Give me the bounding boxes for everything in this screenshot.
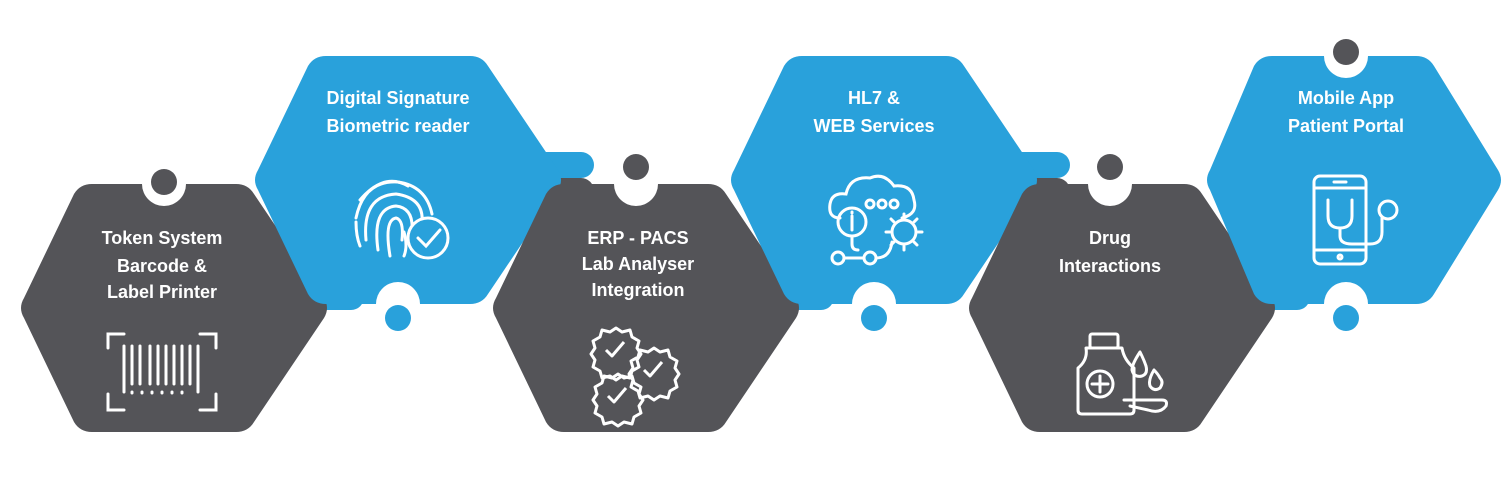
notch-dot	[614, 154, 658, 206]
notch-dot	[1324, 34, 1368, 78]
node-label-mobile-1: Mobile App	[1298, 88, 1394, 108]
notch-dot	[1324, 282, 1368, 331]
notch-dot	[376, 282, 420, 331]
node-label-erp-2: Lab Analyser	[582, 254, 694, 274]
notch-dot	[1088, 154, 1132, 206]
hexagon-mobile	[1207, 56, 1501, 304]
notch-dot	[142, 162, 186, 206]
hexagon-signature	[255, 56, 561, 304]
node-label-hl7-2: WEB Services	[813, 116, 934, 136]
node-label-token-1: Token System	[102, 228, 223, 248]
hexagon-hl7	[731, 56, 1037, 304]
cloud-network-icon	[828, 174, 924, 266]
node-label-hl7-1: HL7 &	[848, 88, 900, 108]
fingerprint-icon	[354, 179, 450, 260]
gears-icon	[589, 326, 681, 428]
node-label-drug-2: Interactions	[1059, 256, 1161, 276]
hexagon-token	[21, 184, 327, 432]
node-label-mobile-2: Patient Portal	[1288, 116, 1404, 136]
barcode-icon	[106, 332, 218, 412]
node-label-token-2: Barcode &	[117, 256, 207, 276]
node-label-signature-2: Biometric reader	[326, 116, 469, 136]
medicine-bottle-icon	[1076, 332, 1168, 416]
node-label-erp-1: ERP - PACS	[587, 228, 688, 248]
hexagon-drug	[969, 184, 1275, 432]
node-label-token-3: Label Printer	[107, 282, 217, 302]
notch-dot	[852, 282, 896, 331]
hexagon-erp	[493, 184, 799, 432]
node-label-erp-3: Integration	[592, 280, 685, 300]
mobile-stethoscope-icon	[1312, 174, 1399, 266]
node-label-signature-1: Digital Signature	[326, 88, 469, 108]
node-label-drug-1: Drug	[1089, 228, 1131, 248]
